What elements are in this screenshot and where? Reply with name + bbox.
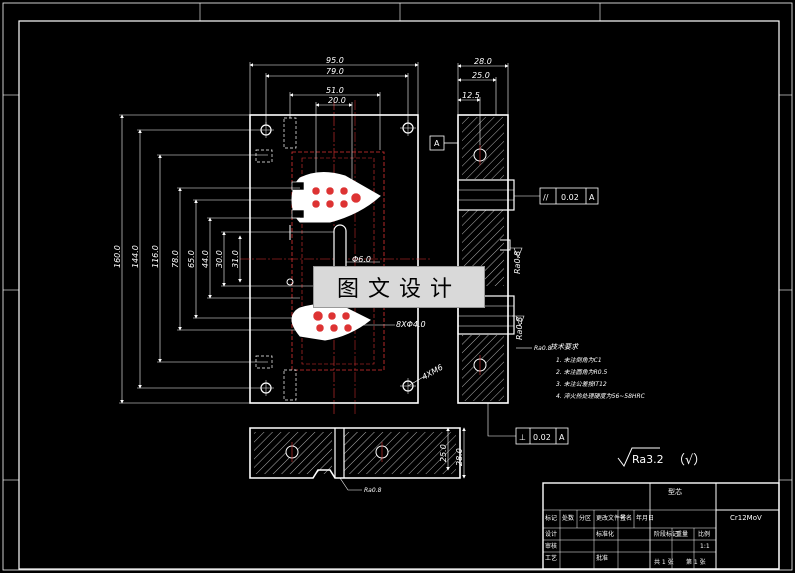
dim-65: 65.0 xyxy=(187,250,196,268)
technical-notes: 技术要求 1. 未注倒角为C1 2. 未注圆角为R0.5 3. 未注公差按IT1… xyxy=(550,343,646,400)
note-2: 2. 未注圆角为R0.5 xyxy=(556,368,608,376)
note-3: 3. 未注公差按IT12 xyxy=(556,380,607,388)
tb-material: Cr12MoV xyxy=(730,514,762,522)
roughness-other: （√） xyxy=(672,453,706,468)
watermark-text: 图文设计 xyxy=(336,277,461,302)
fcf-parallel-symbol: // xyxy=(543,193,549,202)
svg-text:Ra0.8: Ra0.8 xyxy=(534,345,552,352)
side-dim-28: 28.0 xyxy=(474,57,492,66)
fcf-perp-datum: A xyxy=(559,433,565,442)
svg-text:工艺: 工艺 xyxy=(545,554,557,562)
tb-scale: 1:1 xyxy=(700,543,710,550)
svg-text:分区: 分区 xyxy=(579,514,591,522)
note-1: 1. 未注倒角为C1 xyxy=(556,356,602,364)
dim-8xphi4: 8XΦ4.0 xyxy=(396,320,426,329)
fcf-perp-symbol: ⊥ xyxy=(519,433,526,442)
svg-text:标准化: 标准化 xyxy=(596,530,614,538)
roughness-side-2: Ra0.8 xyxy=(515,317,524,340)
bottom-dim-28: 28.0 xyxy=(455,448,464,466)
datum-a-label: A xyxy=(434,139,440,148)
pocket-hidden xyxy=(291,151,385,371)
svg-text:设计: 设计 xyxy=(545,530,557,538)
fcf-parallel-value: 0.02 xyxy=(561,193,579,202)
title-block xyxy=(542,482,780,570)
watermark-banner: 图文设计 xyxy=(313,266,485,308)
bottom-view: Ra0.8 25.0 28.0 xyxy=(249,427,466,494)
dim-51: 51.0 xyxy=(326,86,344,95)
dim-95: 95.0 xyxy=(326,56,344,65)
dim-160: 160.0 xyxy=(113,245,122,268)
svg-text:签名: 签名 xyxy=(620,514,632,522)
fcf-parallel xyxy=(539,187,599,205)
bottom-dim-25: 25.0 xyxy=(439,444,448,462)
dim-116: 116.0 xyxy=(151,245,160,268)
tb-total: 共 1 张 xyxy=(654,558,674,566)
svg-text:阶段标记: 阶段标记 xyxy=(654,530,678,538)
fcf-perp xyxy=(515,427,569,445)
roughness-side-1: Ra0.8 xyxy=(513,251,522,274)
dim-20: 20.0 xyxy=(328,96,346,105)
svg-text:比例: 比例 xyxy=(698,530,710,538)
title-block-text: 型芯 Cr12MoV 标记 处数 分区 更改文件号 签名 年月日 设计 标准化 … xyxy=(545,487,762,566)
dim-79: 79.0 xyxy=(326,67,344,76)
svg-text:处数: 处数 xyxy=(562,514,574,522)
upper-cavity xyxy=(291,172,381,223)
svg-text:标记: 标记 xyxy=(545,514,557,522)
dim-78: 78.0 xyxy=(171,250,180,268)
side-view: 28.0 25.0 12.5 Ra0.8 Ra0.8 Ra0.8 A // 0.… xyxy=(429,57,599,445)
svg-text:批准: 批准 xyxy=(596,554,608,562)
svg-text:审核: 审核 xyxy=(545,542,557,550)
fcf-perp-value: 0.02 xyxy=(533,433,551,442)
front-view: 95.0 79.0 51.0 20.0 160.0 144.0 116.0 78… xyxy=(113,56,445,415)
lower-cavity xyxy=(291,303,371,341)
dim-4xm6: 4XM6 xyxy=(421,363,445,382)
dim-144: 144.0 xyxy=(131,245,140,268)
svg-text:Ra0.8: Ra0.8 xyxy=(364,487,382,494)
svg-text:重量: 重量 xyxy=(676,530,688,538)
dim-phi6: Φ6.0 xyxy=(352,255,371,264)
fcf-parallel-datum: A xyxy=(589,193,595,202)
side-hatch-top xyxy=(462,117,504,179)
dim-44: 44.0 xyxy=(201,250,210,268)
dim-31: 31.0 xyxy=(231,250,240,268)
tb-part-name: 型芯 xyxy=(668,487,682,496)
tb-sheet: 第 1 张 xyxy=(686,558,706,566)
general-roughness: Ra3.2 （√） xyxy=(617,447,706,468)
side-dim-25: 25.0 xyxy=(472,71,490,80)
side-dim-12-5: 12.5 xyxy=(462,91,480,100)
roughness-main: Ra3.2 xyxy=(632,453,664,466)
svg-text:年月日: 年月日 xyxy=(636,514,654,522)
dim-30: 30.0 xyxy=(215,250,224,268)
inner-border xyxy=(18,20,780,570)
svg-text:更改文件号: 更改文件号 xyxy=(596,514,626,522)
notes-title: 技术要求 xyxy=(550,343,579,351)
note-4: 4. 淬火热处理硬度为56~58HRC xyxy=(556,392,646,400)
